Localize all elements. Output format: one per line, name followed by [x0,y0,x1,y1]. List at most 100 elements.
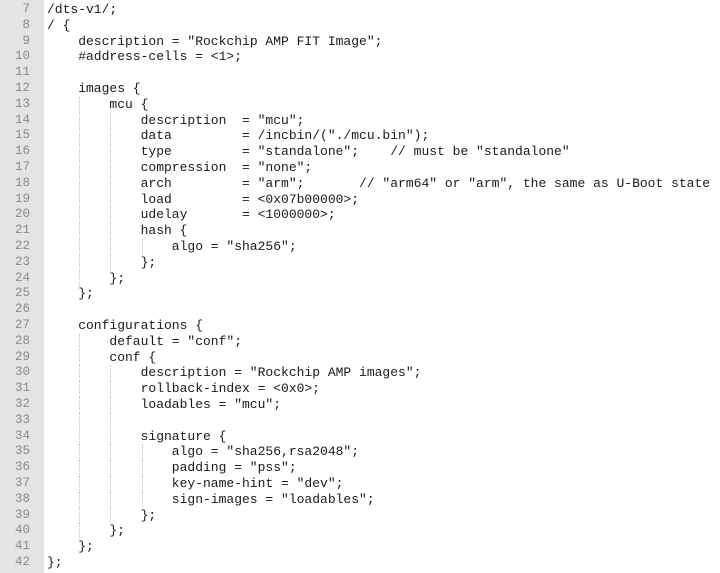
line-number: 30 [14,365,30,380]
code-line[interactable]: 40}; [0,523,720,540]
indent-guide [110,159,112,176]
code-line[interactable]: 38 sign-images = "loadables"; [0,491,720,508]
code-text: description = "Rockchip AMP images"; [140,365,422,381]
code-line[interactable]: 11 [0,65,720,81]
code-text: padding = "pss"; [171,460,297,476]
code-line[interactable]: 7/dts-v1/; [0,2,720,18]
code-text: }; [109,523,125,539]
indent-guide [110,207,112,224]
line-number: 16 [14,144,30,159]
indent-guide [79,396,81,413]
indent-guide [79,96,81,113]
code-line[interactable]: 23}; [0,254,720,271]
code-text: sign-images = "loadables"; [171,491,375,507]
indent-guide [110,175,112,192]
line-number: 35 [14,444,30,459]
line-number: 10 [14,49,30,64]
indent-guide [79,191,81,208]
indent-guide [79,112,81,129]
code-line[interactable]: 25}; [0,286,720,302]
indent-guide [110,460,112,476]
code-text: }; [109,270,125,286]
code-line[interactable]: 26 [0,302,720,318]
indent-guide [110,381,112,397]
code-line[interactable]: 42}; [0,555,720,571]
line-number: 23 [14,254,30,269]
line-number: 26 [14,302,30,317]
indent-guide [110,254,112,271]
indent-guide [110,128,112,145]
code-line[interactable]: 41}; [0,539,720,555]
indent-guide [79,175,81,192]
indent-guide [79,207,81,224]
code-text: type = "standalone"; // must be "standal… [140,144,570,160]
line-number: 36 [14,460,30,475]
code-line[interactable]: 15 data = /incbin/("./mcu.bin"); [0,128,720,145]
line-number: 40 [14,523,30,538]
code-line[interactable]: 39}; [0,507,720,524]
code-text: description = "mcu"; [140,112,305,128]
indent-guide [79,381,81,397]
code-line[interactable]: 30 description = "Rockchip AMP images"; [0,365,720,382]
indent-guide [79,412,81,429]
code-line[interactable]: 24}; [0,270,720,287]
indent-guide [110,396,112,413]
line-number: 14 [14,112,30,127]
code-text: }; [47,554,63,570]
code-line[interactable]: 14 description = "mcu"; [0,112,720,129]
code-text: load = <0x07b00000>; [140,191,360,207]
code-line[interactable]: 16 type = "standalone"; // must be "stand… [0,144,720,160]
indent-guide [110,191,112,208]
indent-guide [110,491,112,508]
code-text: }; [78,539,94,555]
indent-guide [79,349,81,366]
line-number: 24 [14,270,30,285]
line-number: 38 [14,491,30,506]
code-line[interactable]: 36 padding = "pss"; [0,460,720,476]
line-number: 21 [14,223,30,238]
code-line[interactable]: 8/ { [0,18,720,34]
indent-guide [110,223,112,239]
indent-guide [79,128,81,145]
indent-guide [79,254,81,271]
code-line[interactable]: 10 #address-cells = <1>; [0,49,720,65]
code-text: }; [140,507,157,523]
indent-guide [79,333,81,350]
indent-guide [110,238,112,255]
indent-guide [79,523,81,540]
indent-guide [110,444,112,461]
line-number: 18 [14,175,30,190]
code-text: description = "Rockchip AMP FIT Image"; [78,33,383,49]
indent-guide [79,365,81,382]
line-number: 25 [14,286,30,301]
code-line[interactable]: 33 [0,412,720,429]
line-number: 15 [14,128,30,143]
code-text: #address-cells = <1>; [78,49,243,65]
line-number: 34 [14,428,30,443]
code-text: data = /incbin/("./mcu.bin"); [140,128,430,144]
code-text: signature { [140,428,227,444]
code-text: /dts-v1/; [47,2,118,17]
line-number: 22 [14,238,30,253]
code-line[interactable]: 34 signature { [0,428,720,445]
code-text: default = "conf"; [109,333,243,349]
line-number: 27 [14,317,30,332]
